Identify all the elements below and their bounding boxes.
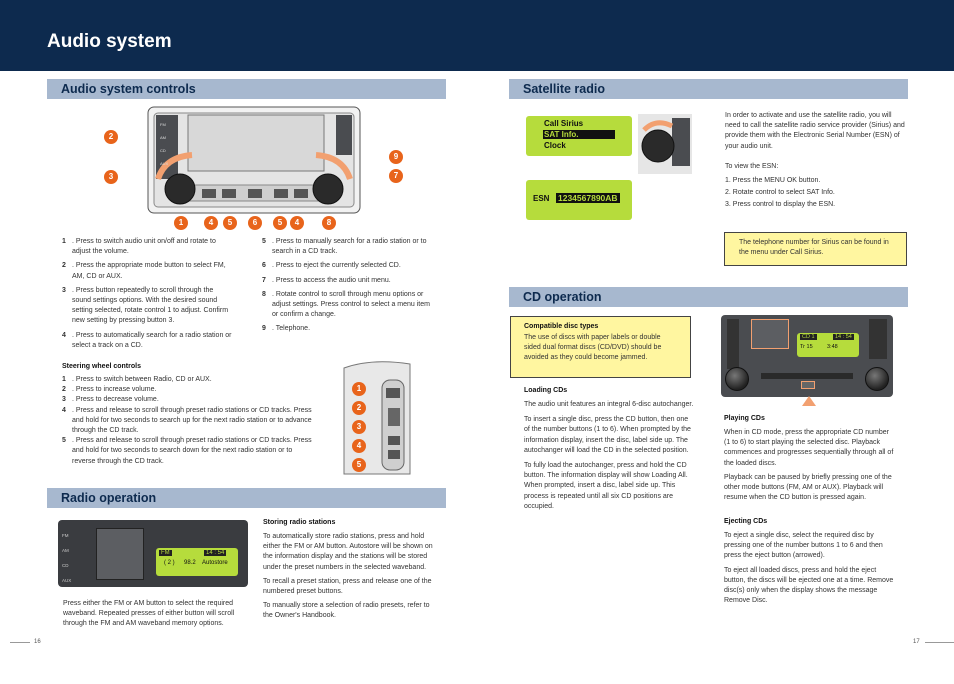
- callout-3: 3: [104, 170, 118, 184]
- list-item: 5. Press and release to scroll through p…: [62, 437, 312, 465]
- audio-unit-illustration: FM AM CD AUX: [100, 105, 400, 235]
- page-number-left: 16: [34, 639, 41, 645]
- storing-heading: Storing radio stations: [263, 519, 336, 526]
- steering-heading: Steering wheel controls: [62, 363, 141, 370]
- page-rule-left: [10, 642, 30, 643]
- controls-list-b: 5. Press to manually search for a radio …: [262, 237, 432, 339]
- section-heading: Satellite radio: [523, 82, 605, 96]
- cd-mode-buttons: [727, 319, 739, 369]
- playing-text: When in CD mode, press the appropriate C…: [724, 429, 894, 502]
- loading-text: The audio unit features an integral 6-di…: [524, 401, 694, 510]
- section-heading: Radio operation: [61, 491, 157, 505]
- section-bar-radio: Radio operation: [47, 488, 446, 508]
- callout-6: 6: [248, 216, 262, 230]
- steering-callout-2: 2: [352, 401, 366, 415]
- radio-mode-labels: FM AM CD AUX: [62, 533, 72, 583]
- page-rule-right: [925, 642, 954, 643]
- callout-4b: 4: [290, 216, 304, 230]
- menu-knob-drawing: [638, 114, 692, 174]
- aux-label: AUX: [160, 161, 169, 166]
- list-item: 4. Press and release to scroll through p…: [62, 406, 312, 435]
- steering-controls-illustration: [342, 358, 412, 476]
- mode-button-labels: FM AM CD AUX: [160, 118, 168, 170]
- section-bar-audio-controls: Audio system controls: [47, 79, 446, 99]
- radio-panel-illustration: FM AM CD AUX FM 14 : 54 ( 2 ) 98.2 Autos…: [58, 520, 248, 587]
- eject-icon: [801, 381, 815, 389]
- esn-lcd: ESN 1234567890AB: [526, 180, 632, 220]
- list-item: 7. Press to access the audio unit menu.: [262, 276, 391, 284]
- steering-list: 1. Press to switch between Radio, CD or …: [62, 375, 317, 467]
- callout-7: 7: [389, 169, 403, 183]
- cd-preset-buttons: [751, 319, 789, 349]
- ejecting-text: To eject a single disc, select the requi…: [724, 532, 894, 605]
- list-item: 8. Rotate control to scroll through menu…: [262, 290, 430, 319]
- fm-label: FM: [160, 122, 166, 127]
- section-bar-cd: CD operation: [509, 287, 908, 307]
- callout-5: 5: [223, 216, 237, 230]
- cd-label: CD: [160, 148, 166, 153]
- list-item: 1. Press to switch audio unit on/off and…: [62, 238, 216, 256]
- callout-4: 4: [204, 216, 218, 230]
- steering-drawing: [343, 361, 411, 475]
- steering-callout-1: 1: [352, 382, 366, 396]
- list-item: 2. Press the appropriate mode button to …: [62, 262, 226, 280]
- page-header: Audio system: [0, 0, 954, 71]
- section-heading: CD operation: [523, 290, 602, 304]
- callout-5b: 5: [273, 216, 287, 230]
- ejecting-heading: Ejecting CDs: [724, 518, 768, 525]
- list-item: 2. Press to increase volume.: [62, 386, 157, 394]
- am-label: AM: [160, 135, 166, 140]
- radio-lcd: FM 14 : 54 ( 2 ) 98.2 Autostore: [156, 548, 238, 576]
- list-item: 5. Press to manually search for a radio …: [262, 238, 427, 256]
- controls-list-a: 1. Press to switch audio unit on/off and…: [62, 237, 232, 355]
- list-item: 9. Telephone.: [262, 325, 311, 333]
- page-number-right: 17: [913, 639, 920, 645]
- steering-callout-4: 4: [352, 439, 366, 453]
- list-item: 6. Press to eject the currently selected…: [262, 262, 401, 270]
- section-bar-satellite: Satellite radio: [509, 79, 908, 99]
- cd-slot: [761, 373, 853, 379]
- cd-lcd: CD 1 14 : 54 Tr 15 3:48: [797, 333, 859, 357]
- loading-heading: Loading CDs: [524, 387, 568, 394]
- list-item: 3. Press to decrease volume.: [62, 396, 159, 404]
- sat-lcd-menu: Call Sirius SAT Info. Clock: [526, 116, 632, 156]
- cd-unit-illustration: CD 1 14 : 54 Tr 15 3:48: [721, 315, 893, 397]
- eject-arrow-icon: [802, 396, 816, 406]
- storing-text: To automatically store radio stations, p…: [263, 533, 433, 620]
- section-heading: Audio system controls: [61, 82, 196, 96]
- playing-heading: Playing CDs: [724, 415, 765, 422]
- menu-knob: [865, 367, 889, 391]
- callout-2: 2: [104, 130, 118, 144]
- callout-1: 1: [174, 216, 188, 230]
- volume-knob: [725, 367, 749, 391]
- callout-9: 9: [389, 150, 403, 164]
- audio-unit-drawing: [147, 106, 361, 214]
- callout-8: 8: [322, 216, 336, 230]
- list-item: 4. Press to automatically search for a r…: [62, 331, 232, 349]
- preset-buttons: [96, 528, 144, 580]
- menu-knob-illustration: [636, 112, 694, 176]
- compatible-discs-box: Compatible disc types The use of discs w…: [510, 316, 691, 378]
- cd-right-panel: [869, 319, 887, 359]
- satellite-text: In order to activate and use the satelli…: [725, 112, 905, 209]
- list-item: 1. Press to switch between Radio, CD or …: [62, 376, 212, 383]
- radio-paragraph: Press either the FM or AM button to sele…: [63, 600, 235, 628]
- page-title: Audio system: [47, 31, 172, 52]
- steering-callout-5: 5: [352, 458, 366, 472]
- steering-callout-3: 3: [352, 420, 366, 434]
- list-item: 3. Press button repeatedly to scroll thr…: [62, 286, 229, 325]
- sirius-note: The telephone number for Sirius can be f…: [724, 232, 907, 266]
